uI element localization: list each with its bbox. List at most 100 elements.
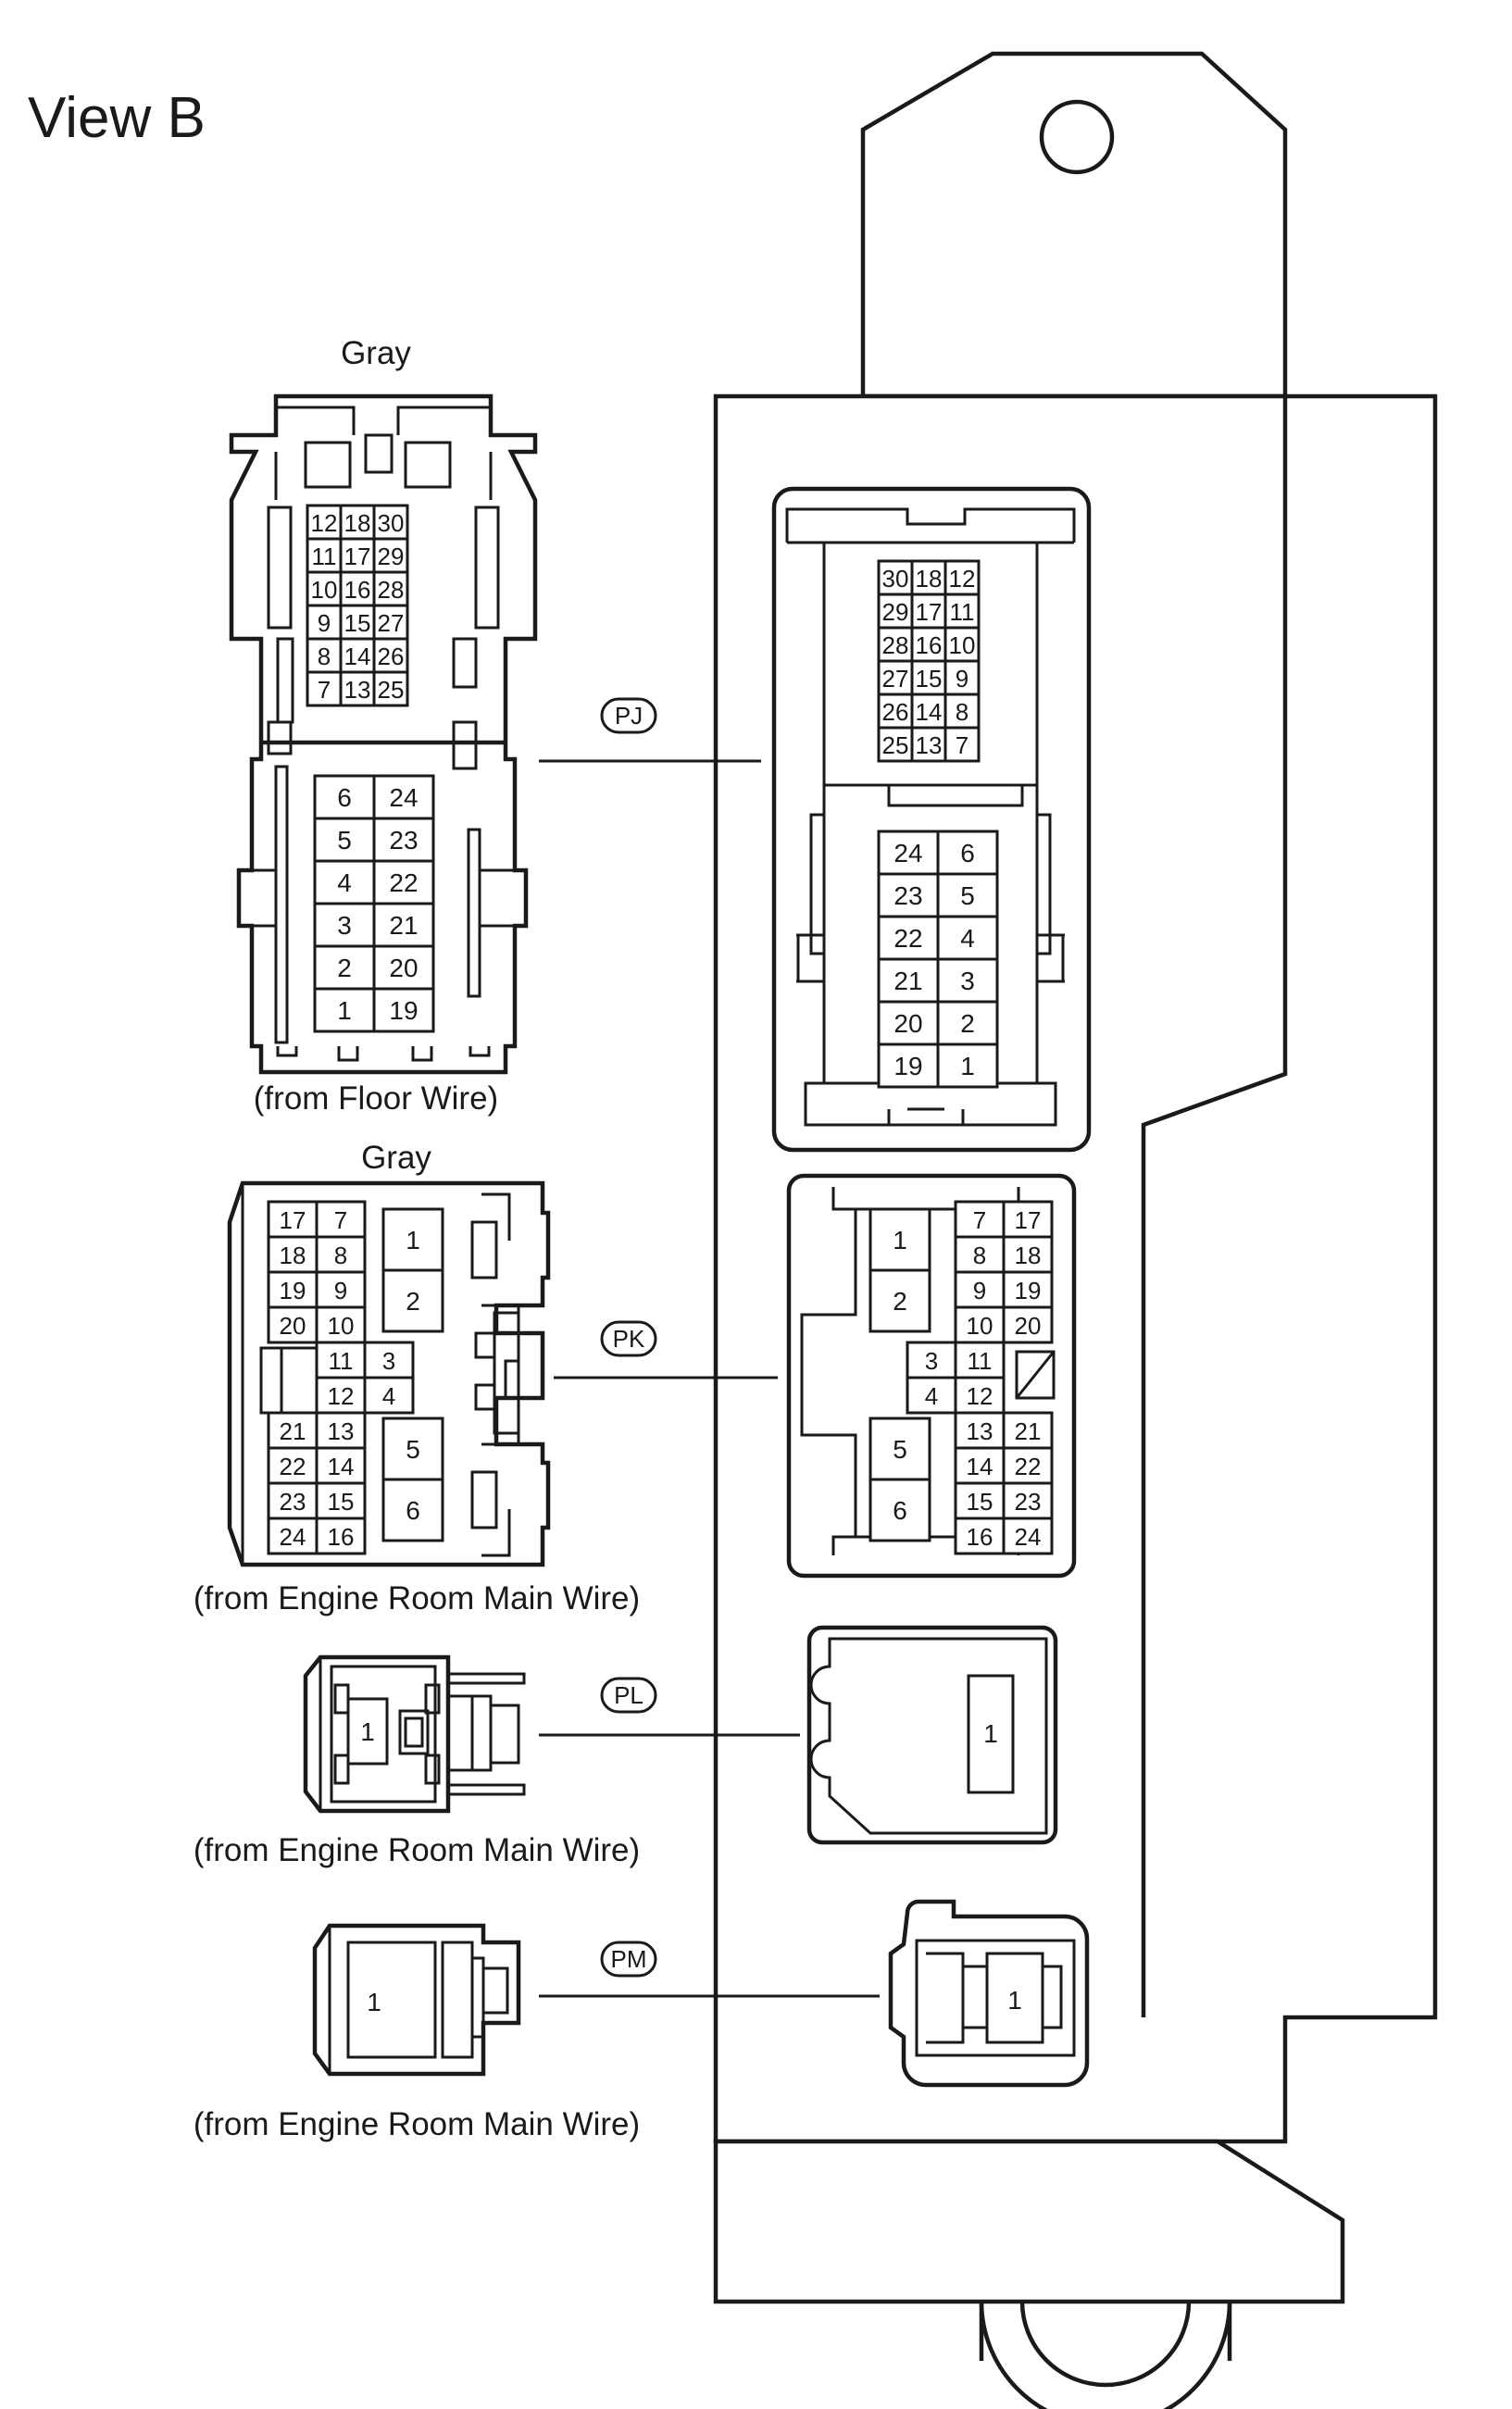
pin-number: 24	[1015, 1523, 1042, 1551]
pin-number: 27	[882, 665, 909, 693]
pin-number: 25	[882, 731, 909, 759]
pin-cell-large	[868, 1207, 931, 1272]
pin-number: 9	[956, 665, 968, 693]
pk-tag: PK	[554, 1320, 778, 1379]
pm-tag: PM	[539, 1941, 880, 1998]
pin-cell	[315, 1305, 367, 1344]
pj-color-label: Gray	[341, 335, 411, 371]
pin-cell	[1002, 1235, 1054, 1274]
pl-left-pin: 1	[360, 1717, 375, 1746]
pin-number: 24	[893, 839, 922, 867]
pin-number: 1	[893, 1226, 907, 1254]
pin-number: 9	[318, 609, 331, 637]
pin-number: 8	[334, 1242, 347, 1269]
pin-number: 14	[916, 698, 943, 726]
pin-number: 22	[389, 868, 418, 897]
pin-cell	[1002, 1517, 1054, 1555]
pin-cell	[936, 1042, 999, 1089]
pin-number: 2	[960, 1009, 975, 1038]
pin-number: 13	[344, 676, 371, 704]
pin-number: 19	[1015, 1277, 1042, 1304]
pin-number: 3	[925, 1347, 938, 1375]
pin-number: 24	[389, 783, 418, 812]
connector-pj-right	[771, 486, 1092, 1153]
pin-number: 23	[280, 1488, 306, 1516]
pin-number: 9	[973, 1277, 986, 1304]
pin-cell-large	[381, 1478, 444, 1542]
pin-number: 14	[328, 1453, 355, 1480]
pin-cell	[877, 693, 914, 730]
pin-number: 7	[334, 1206, 347, 1234]
pin-number: 13	[328, 1417, 355, 1445]
pin-number: 17	[916, 598, 943, 626]
pj-tag: PJ	[539, 697, 761, 763]
pm-right-pin: 1	[1007, 1986, 1022, 2015]
pin-cell-large	[868, 1268, 931, 1333]
pin-number: 27	[378, 609, 405, 637]
pin-number: 12	[949, 565, 976, 593]
connector-pm-left: (from Engine Room Main Wire)	[194, 1923, 640, 2142]
pin-cell	[267, 1305, 319, 1344]
pin-cell	[339, 537, 376, 574]
pin-cell-large	[381, 1268, 444, 1333]
pin-number: 20	[389, 954, 418, 982]
pin-number: 21	[1015, 1417, 1042, 1445]
pin-number: 26	[882, 698, 909, 726]
pin-number: 23	[389, 826, 418, 855]
pin-number: 16	[967, 1523, 993, 1551]
pl-right-pin: 1	[983, 1719, 998, 1748]
pin-number: 12	[967, 1382, 993, 1410]
pin-number: 24	[280, 1523, 306, 1551]
pin-number: 14	[344, 643, 371, 670]
pin-number: 23	[1015, 1488, 1042, 1516]
pin-number: 22	[280, 1453, 306, 1480]
pin-number: 11	[312, 543, 337, 570]
pm-left-pin: 1	[367, 1988, 381, 2016]
pin-number: 29	[882, 598, 909, 626]
pin-number: 2	[406, 1287, 420, 1316]
pin-cell	[267, 1235, 319, 1274]
pin-number: 18	[1015, 1242, 1042, 1269]
pin-number: 28	[882, 631, 909, 659]
pin-number: 1	[960, 1052, 975, 1080]
pin-number: 17	[280, 1206, 306, 1234]
pin-cell	[954, 1517, 1006, 1555]
pin-number: 30	[882, 565, 909, 593]
pin-number: 14	[967, 1453, 993, 1480]
pin-cell-large	[868, 1478, 931, 1542]
pin-number: 7	[973, 1206, 986, 1234]
pin-number: 22	[1015, 1453, 1042, 1480]
pin-number: 15	[344, 609, 371, 637]
view-title: View B	[28, 86, 206, 150]
pin-cell	[306, 537, 343, 574]
pin-cell-large	[381, 1207, 444, 1272]
pin-cell	[943, 626, 981, 663]
pin-number: 15	[916, 665, 943, 693]
pin-number: 5	[337, 826, 352, 855]
pin-number: 8	[318, 643, 331, 670]
pin-number: 1	[337, 996, 352, 1025]
pin-cell	[372, 902, 435, 948]
pin-cell	[372, 944, 435, 991]
pm-code: PM	[611, 1945, 647, 1973]
pin-number: 16	[344, 576, 371, 604]
pin-number: 7	[318, 676, 331, 704]
pin-number: 19	[280, 1277, 306, 1304]
pin-number: 17	[1015, 1206, 1042, 1234]
pin-cell	[1002, 1411, 1054, 1450]
pin-cell	[372, 987, 435, 1033]
pin-cell	[372, 670, 409, 707]
pin-cell-large	[381, 1417, 444, 1481]
pin-cell	[372, 817, 435, 863]
pin-cell	[936, 1000, 999, 1046]
pin-number: 11	[968, 1347, 993, 1375]
pin-number: 4	[337, 868, 352, 897]
pin-cell	[877, 957, 940, 1004]
pin-cell	[1002, 1446, 1054, 1485]
pk-code: PK	[613, 1325, 645, 1353]
pin-number: 11	[329, 1347, 354, 1375]
